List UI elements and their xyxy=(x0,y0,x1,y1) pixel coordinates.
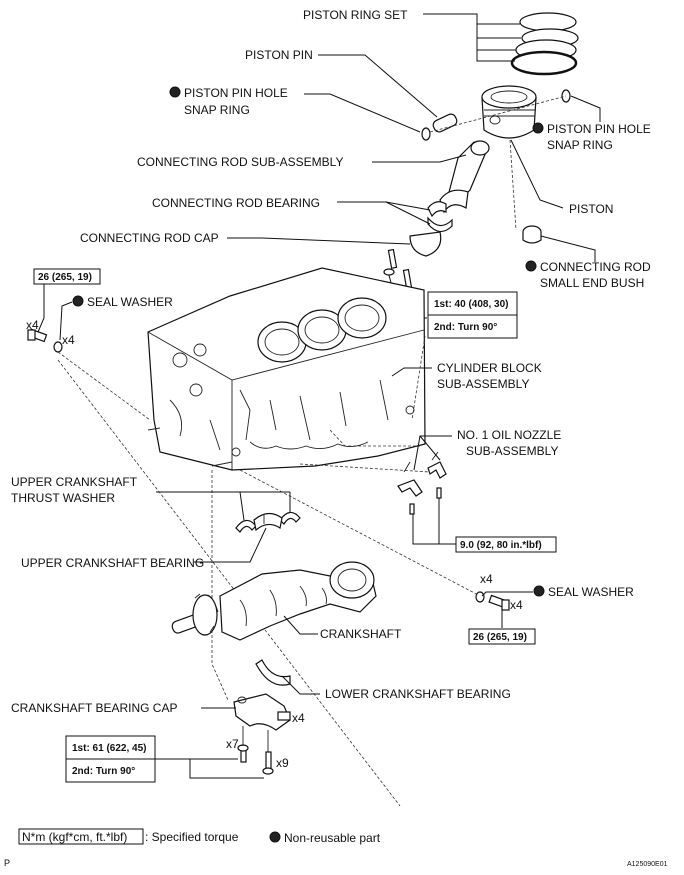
non-reusable-icon xyxy=(533,585,545,597)
cylinder-block-illustration xyxy=(147,267,426,471)
non-reusable-icon xyxy=(525,260,537,272)
non-reusable-icon xyxy=(72,295,84,307)
figure-id: A125090E01 xyxy=(627,861,668,868)
oil-nozzle-illustration xyxy=(397,451,447,515)
lower-bearing-label: LOWER CRANKSHAFT BEARING xyxy=(325,687,511,701)
oil-nozzle-torque-box xyxy=(455,536,557,553)
piston-illustration xyxy=(481,85,537,139)
non-reusable-icon xyxy=(169,86,181,98)
right-torque: 26 (265, 19) xyxy=(473,632,527,643)
small-end-bush-illustration xyxy=(522,225,542,244)
upper-thrust-washer-illustration xyxy=(235,511,301,533)
right-torque-box xyxy=(468,628,536,645)
piston-label: PISTON xyxy=(569,202,613,216)
small-end-bush-label-2: SMALL END BUSH xyxy=(540,276,644,290)
cylinder-block-label-1: CYLINDER BLOCK xyxy=(437,361,542,375)
upper-crankshaft-bearing-illustration xyxy=(253,512,283,532)
conrod-cap-label: CONNECTING ROD CAP xyxy=(80,231,219,245)
crankshaft-illustration xyxy=(171,561,377,641)
right-bolt-qty: x4 xyxy=(510,598,523,612)
snap-ring-left-label-2: SNAP RING xyxy=(184,103,250,117)
snap-ring-left-illustration xyxy=(421,127,431,141)
cap-torque-2: 2nd: Turn 90° xyxy=(72,766,135,777)
piston-ring-set-illustration xyxy=(510,12,579,76)
upper-thrust-label-2: THRUST WASHER xyxy=(11,491,115,505)
non-reusable-icon xyxy=(269,831,281,843)
seal-washer-top-label: SEAL WASHER xyxy=(87,295,173,309)
conrod-torque-2: 2nd: Turn 90° xyxy=(434,322,497,333)
small-end-bush-label-1: CONNECTING ROD xyxy=(540,260,651,274)
upper-bearing-label: UPPER CRANKSHAFT BEARING xyxy=(21,556,204,570)
crankshaft-bearing-cap-illustration xyxy=(233,693,291,731)
legend-non-reusable: Non-reusable part xyxy=(284,831,381,845)
footer-left-code: P xyxy=(4,858,10,868)
snap-ring-right-label-2: SNAP RING xyxy=(547,138,613,152)
crankshaft-label: CRANKSHAFT xyxy=(320,627,402,641)
snap-ring-right-label-1: PISTON PIN HOLE xyxy=(547,122,651,136)
conrod-bearing-label: CONNECTING ROD BEARING xyxy=(152,196,320,210)
conrod-sub-assembly-label: CONNECTING ROD SUB-ASSEMBLY xyxy=(137,155,343,169)
piston-ring-set-label: PISTON RING SET xyxy=(303,8,408,22)
cap-qty: x4 xyxy=(292,711,305,725)
top-left-torque-box xyxy=(33,268,101,285)
conrod-torque-1: 1st: 40 (408, 30) xyxy=(434,299,509,310)
bearing-cap-label: CRANKSHAFT BEARING CAP xyxy=(11,701,177,715)
oil-nozzle-label-1: NO. 1 OIL NOZZLE xyxy=(457,428,561,442)
right-seal-washer-illustration xyxy=(475,591,485,603)
right-bolt-illustration xyxy=(488,594,510,611)
top-bolt-qty: x4 xyxy=(26,318,39,332)
legend-torque-desc: : Specified torque xyxy=(145,830,239,844)
seal-washer-illustration xyxy=(53,341,63,353)
cap-bolts-illustration xyxy=(237,726,274,775)
cylinder-block-label-2: SUB-ASSEMBLY xyxy=(437,377,529,391)
upper-thrust-label-1: UPPER CRANKSHAFT xyxy=(11,475,138,489)
snap-ring-left-label-1: PISTON PIN HOLE xyxy=(184,86,288,100)
cap-torque-1: 1st: 61 (622, 45) xyxy=(72,743,147,754)
legend-torque-units: N*m (kgf*cm, ft.*lbf) xyxy=(22,830,127,844)
conrod-bearing-illustration xyxy=(427,201,453,233)
oil-nozzle-label-2: SUB-ASSEMBLY xyxy=(466,444,558,458)
top-left-torque: 26 (265, 19) xyxy=(38,272,92,283)
connecting-rod-illustration xyxy=(439,140,490,214)
non-reusable-icon xyxy=(532,122,544,134)
cap-bolt-7-qty: x7 xyxy=(226,737,239,751)
top-left-bolt-illustration xyxy=(27,328,48,343)
cap-bolt-9-qty: x9 xyxy=(276,756,289,770)
right-washer-qty: x4 xyxy=(480,572,493,586)
legend-torque-box xyxy=(18,828,144,845)
piston-pin-label: PISTON PIN xyxy=(245,48,313,62)
top-washer-qty: x4 xyxy=(62,333,75,347)
conrod-cap-illustration xyxy=(409,231,442,257)
lower-crankshaft-bearing-illustration xyxy=(255,659,291,686)
oil-nozzle-torque: 9.0 (92, 80 in.*lbf) xyxy=(460,540,542,551)
piston-pin-illustration xyxy=(432,113,458,133)
seal-washer-right-label: SEAL WASHER xyxy=(548,585,634,599)
